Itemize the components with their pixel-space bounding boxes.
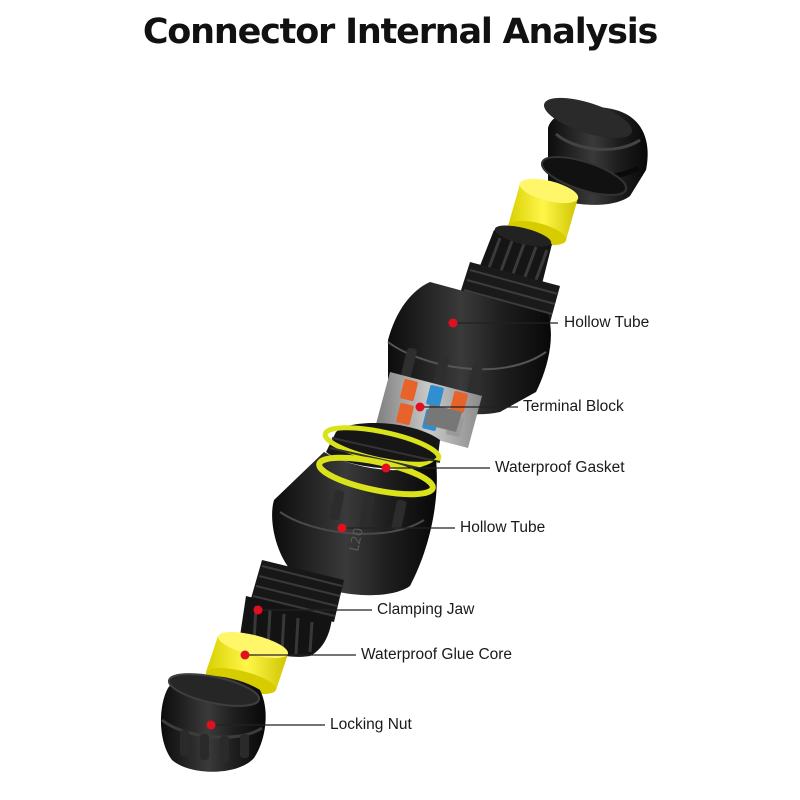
bottom-glue-core [205,631,289,695]
body-marking: L20 [347,526,367,552]
label-waterproof-glue-core: Waterproof Glue Core [361,646,513,663]
marker-waterproof-glue-core [240,650,250,660]
marker-hollow-tube-bottom [337,523,347,533]
marker-waterproof-gasket [381,463,391,473]
callout-leaders [211,322,558,726]
label-hollow-tube-bottom: Hollow Tube [460,519,546,536]
marker-locking-nut [206,720,216,730]
page-title: Connector Internal Analysis [142,12,659,52]
callout-markers [206,318,458,730]
label-waterproof-gasket: Waterproof Gasket [495,459,625,476]
label-hollow-tube-top: Hollow Tube [564,314,650,331]
label-clamping-jaw: Clamping Jaw [377,601,475,618]
top-locking-nut [540,97,648,205]
label-terminal-block: Terminal Block [523,398,624,415]
marker-terminal-block [415,402,425,412]
marker-hollow-tube-top [448,318,458,328]
label-locking-nut: Locking Nut [330,716,412,733]
marker-clamping-jaw [253,605,263,615]
bottom-hollow-tube: L20 [250,452,437,622]
top-hollow-tube [387,262,560,415]
